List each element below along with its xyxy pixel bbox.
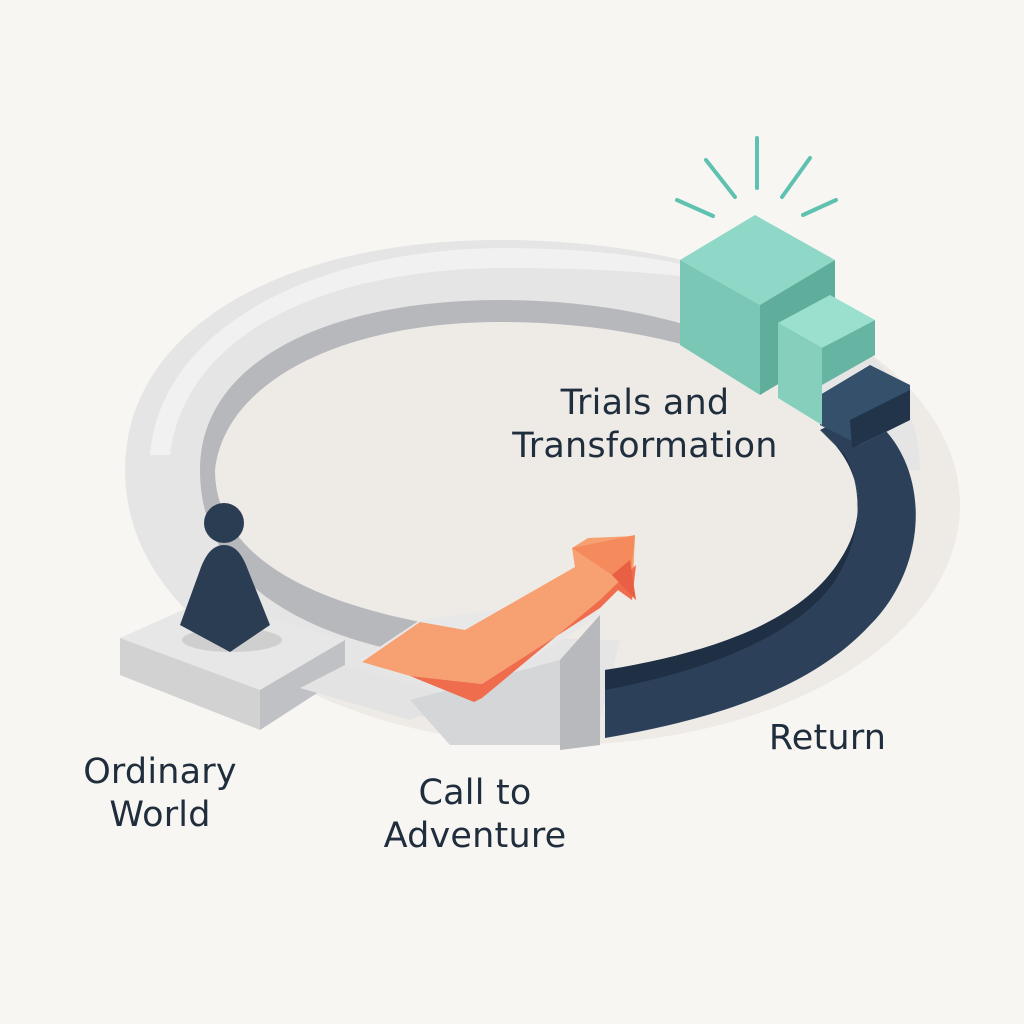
small-cube-right [822, 320, 875, 385]
stage-label-ordinary-world: Ordinary World [60, 751, 260, 837]
burst-rays-icon [675, 136, 838, 218]
burst-ray [704, 158, 737, 199]
return-segment [605, 365, 916, 738]
hero-body [180, 545, 270, 652]
arrow-head [572, 535, 636, 600]
ring-top-rim [150, 248, 760, 455]
cube-icon [680, 215, 875, 425]
burst-ray [675, 198, 715, 218]
hero-head [204, 503, 244, 543]
label-line: Adventure [383, 816, 567, 856]
label-line: World [109, 795, 211, 835]
cube-top [680, 215, 835, 305]
journey-ring [125, 240, 920, 720]
label-line: Trials and [560, 383, 730, 423]
stage-label-call-to-adventure: Call to Adventure [355, 772, 595, 858]
hero-figure-icon [180, 503, 282, 652]
label-line: Return [768, 718, 887, 758]
platform-right [260, 640, 345, 730]
ramp-block-side [560, 615, 600, 750]
label-line: Transformation [512, 426, 778, 466]
burst-ray [780, 156, 812, 199]
stage-label-trials-and-transformation: Trials and Transformation [455, 382, 835, 468]
platform-left [120, 638, 260, 730]
small-cube-left [778, 323, 822, 425]
ramp-block-front [410, 615, 600, 745]
label-line: Call to [418, 773, 532, 813]
arrow-icon [362, 535, 636, 702]
arrow-body-top [362, 536, 635, 684]
label-line: Ordinary [83, 752, 237, 792]
stage-label-return: Return [740, 717, 915, 760]
arrow-head-shade [612, 560, 636, 600]
burst-ray [801, 198, 838, 217]
small-cube-top [778, 295, 875, 348]
cube-left [680, 260, 760, 395]
return-step-2 [850, 390, 910, 448]
